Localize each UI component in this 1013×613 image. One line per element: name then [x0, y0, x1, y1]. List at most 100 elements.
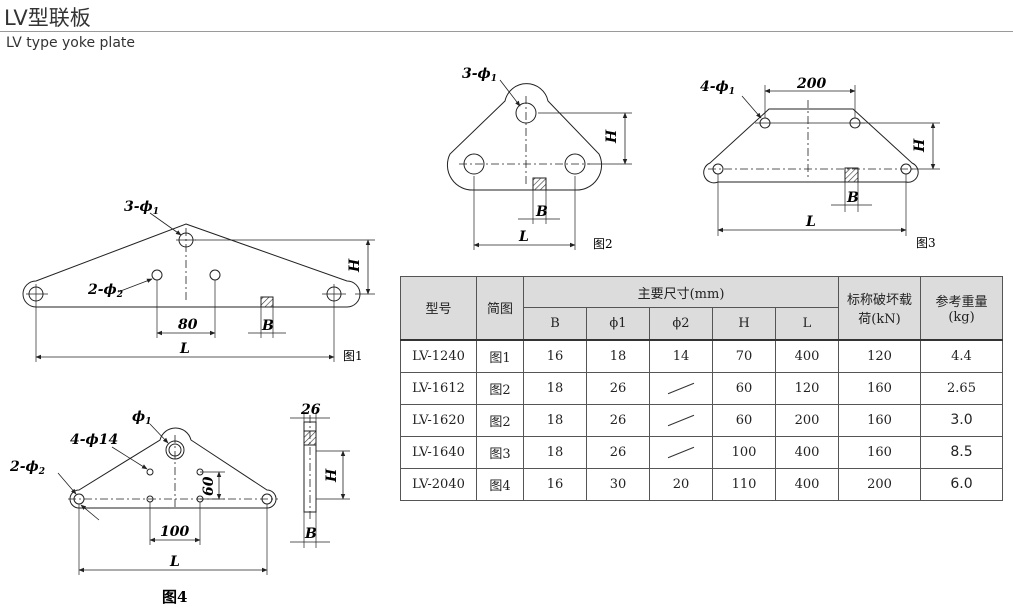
table-row: LV-1640 图3 18 26 100 400 160 8.5: [400, 435, 1003, 469]
cell-weight: 8.5: [920, 435, 1003, 469]
cell-phi2: 20: [649, 467, 713, 501]
cell-phi1: 26: [586, 371, 650, 405]
cell-H: 60: [712, 403, 776, 437]
cell-weight: 6.0: [920, 467, 1003, 501]
fig4-label-2-phi2: 2-ϕ2: [9, 459, 45, 477]
cell-B: 18: [523, 435, 587, 469]
cell-B: 16: [523, 338, 587, 373]
fig4-dim-60: 60: [201, 476, 217, 496]
col-header-diagram: 简图: [476, 276, 524, 340]
table-row: LV-1620 图2 18 26 60 200 160 3.0: [400, 403, 1003, 437]
col-header-weight: 参考重量(kg): [920, 276, 1003, 340]
page-subtitle: LV type yoke plate: [6, 35, 135, 51]
not-applicable-slash: [667, 446, 695, 458]
cell-model: LV-1620: [400, 403, 477, 437]
cell-load: 200: [838, 467, 921, 501]
cell-phi1: 18: [586, 338, 650, 373]
table-row: LV-1240 图1 16 18 14 70 400 120 4.4: [400, 338, 1003, 373]
cell-B: 16: [523, 467, 587, 501]
cell-model: LV-1612: [400, 371, 477, 405]
cell-figure: 图2: [476, 403, 524, 437]
cell-model: LV-1240: [400, 338, 477, 373]
cell-L: 200: [775, 403, 839, 437]
figure-1-caption: 图1: [343, 349, 363, 363]
cell-load: 160: [838, 403, 921, 437]
cell-B: 18: [523, 371, 587, 405]
cell-phi1: 26: [586, 403, 650, 437]
table-row: LV-2040 图4 16 30 20 110 400 200 6.0: [400, 467, 1003, 501]
col-header-phi2: ϕ2: [649, 307, 713, 340]
fig4-label-phi1: ϕ1: [132, 409, 151, 427]
cell-load: 120: [838, 338, 921, 373]
cell-H: 110: [712, 467, 776, 501]
fig4-dim-26: 26: [300, 402, 321, 418]
figure-3-drawing: [703, 85, 940, 236]
cell-model: LV-1640: [400, 435, 477, 469]
title-divider: [0, 31, 1013, 32]
cell-phi2-none: [649, 435, 713, 469]
fig3-dim-B: B: [846, 190, 859, 206]
fig1-label-2-phi2: 2-ϕ2: [87, 282, 123, 300]
cell-phi2-none: [649, 371, 713, 405]
col-header-rated-load: 标称破坏载荷(kN): [838, 276, 921, 340]
table-row: LV-1612 图2 18 26 60 120 160 2.65: [400, 371, 1003, 405]
cell-load: 160: [838, 371, 921, 405]
figure-4-caption: 图4: [162, 588, 187, 606]
figure-3-caption: 图3: [916, 236, 936, 250]
cell-phi1: 26: [586, 435, 650, 469]
not-applicable-slash: [667, 414, 695, 426]
fig3-dim-L: L: [805, 214, 816, 230]
cell-phi2: 14: [649, 338, 713, 373]
fig4-dim-L: L: [169, 554, 180, 570]
cell-weight: 4.4: [920, 338, 1003, 373]
cell-figure: 图4: [476, 467, 524, 501]
fig4-dim-H: H: [324, 468, 340, 483]
not-applicable-slash: [667, 382, 695, 394]
cell-L: 400: [775, 338, 839, 373]
cell-H: 100: [712, 435, 776, 469]
fig1-dim-B: B: [261, 318, 274, 334]
specification-table: 型号 简图 主要尺寸(mm) 标称破坏载荷(kN) 参考重量(kg) B ϕ1 …: [400, 276, 1003, 501]
fig1-label-3-phi1: 3-ϕ1: [124, 199, 159, 217]
figure-2-caption: 图2: [593, 237, 613, 251]
fig2-dim-L: L: [518, 229, 529, 245]
cell-phi2-none: [649, 403, 713, 437]
fig2-label-3-phi1: 3-ϕ1: [462, 66, 497, 84]
cell-figure: 图2: [476, 371, 524, 405]
cell-L: 400: [775, 435, 839, 469]
fig1-dim-H: H: [347, 258, 363, 273]
col-header-B: B: [523, 307, 587, 340]
cell-load: 160: [838, 435, 921, 469]
fig2-dim-B: B: [535, 204, 548, 220]
cell-B: 18: [523, 403, 587, 437]
fig1-dim-80: 80: [178, 317, 198, 333]
col-header-model: 型号: [400, 276, 477, 340]
fig2-dim-H: H: [604, 129, 620, 144]
cell-model: LV-2040: [400, 467, 477, 501]
fig3-dim-200: 200: [796, 76, 826, 92]
fig4-dim-B: B: [304, 526, 317, 542]
cell-H: 70: [712, 338, 776, 373]
cell-weight: 3.0: [920, 403, 1003, 437]
col-header-phi1: ϕ1: [586, 307, 650, 340]
fig3-dim-H: H: [912, 138, 928, 153]
cell-H: 60: [712, 371, 776, 405]
col-header-L: L: [775, 307, 839, 340]
fig4-dim-100: 100: [160, 524, 189, 540]
cell-L: 400: [775, 467, 839, 501]
fig3-label-4-phi1: 4-ϕ1: [700, 79, 735, 97]
col-header-main-dimensions: 主要尺寸(mm): [523, 276, 839, 308]
figure-1-drawing: [22, 212, 375, 362]
cell-weight: 2.65: [920, 371, 1003, 405]
cell-figure: 图1: [476, 338, 524, 373]
figure-4-drawing: [57, 412, 350, 575]
figure-2-drawing: [446, 79, 632, 250]
fig1-dim-L: L: [179, 341, 190, 357]
cell-L: 120: [775, 371, 839, 405]
cell-figure: 图3: [476, 435, 524, 469]
fig4-label-4-phi14: 4-ϕ14: [70, 432, 118, 448]
cell-phi1: 30: [586, 467, 650, 501]
col-header-H: H: [712, 307, 776, 340]
page-title: LV型联板: [4, 6, 91, 30]
